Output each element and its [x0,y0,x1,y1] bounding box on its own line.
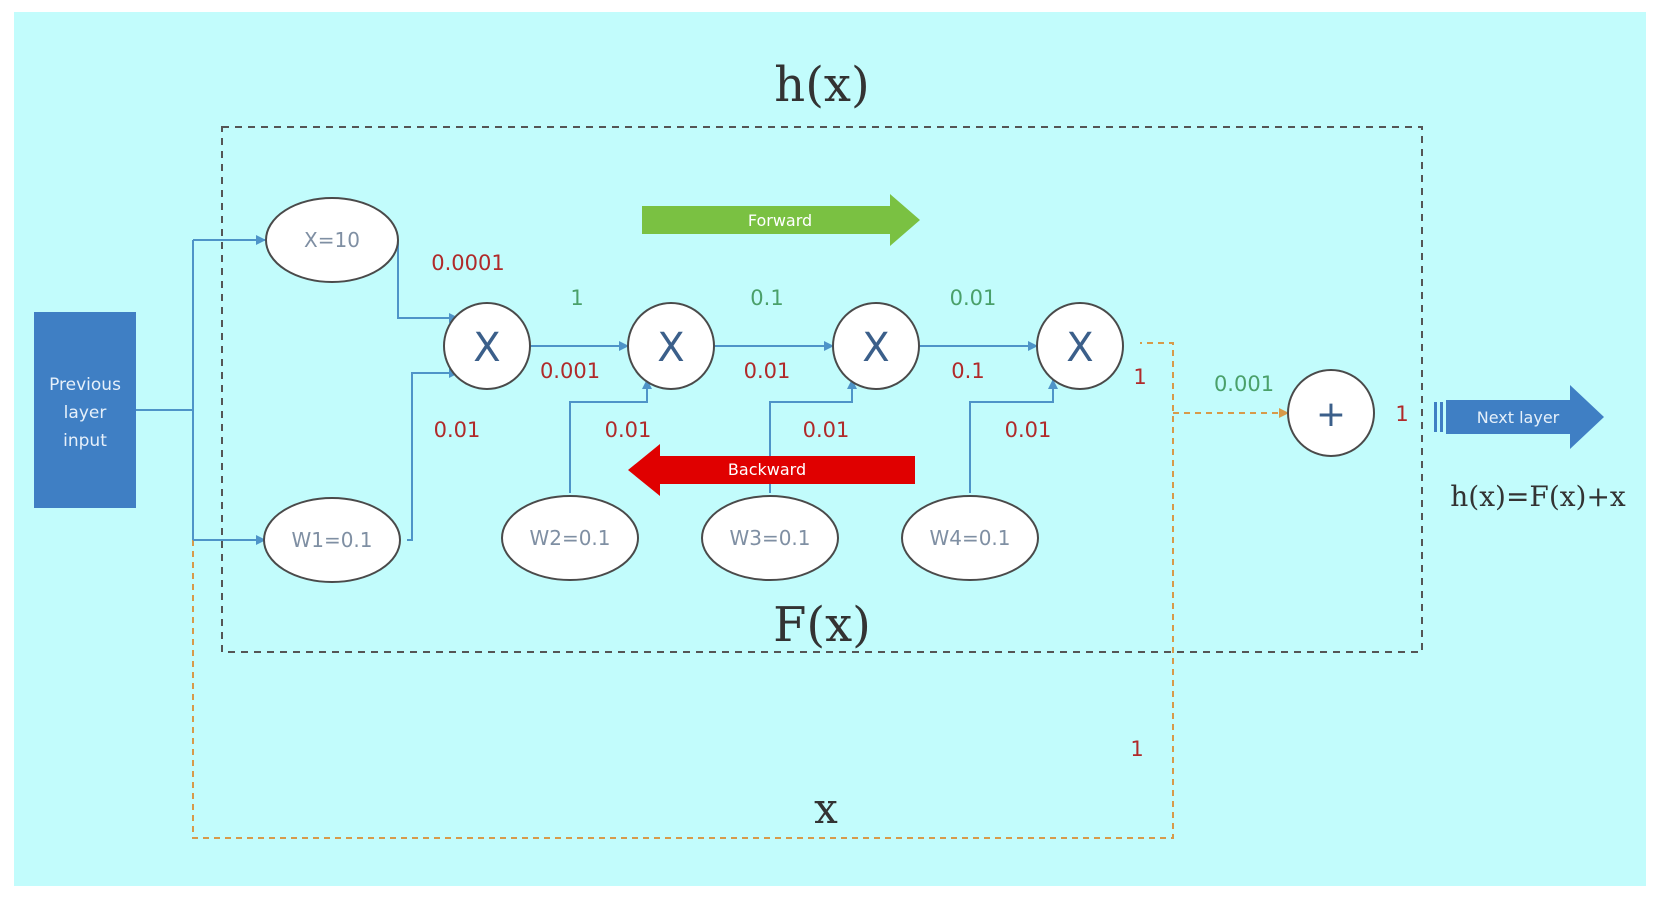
multiply-node-1: X [443,302,531,390]
svg-text:X: X [473,325,500,371]
svg-text:W4=0.1: W4=0.1 [929,526,1010,550]
forward-value: 1 [570,286,583,310]
node-w1: W1=0.1 [263,497,401,583]
multiply-node-2: X [627,302,715,390]
gradient-value: 0.01 [744,359,791,383]
gradient-value: 0.01 [1005,418,1052,442]
previous-layer-label: Previous [49,375,121,395]
previous-layer-label: layer [64,403,107,423]
gradient-value: 1 [1133,365,1146,389]
svg-text:X=10: X=10 [304,228,360,252]
gradient-value: 1 [1395,402,1408,426]
svg-text:+: + [1316,394,1346,435]
forward-arrow [642,194,920,246]
gradient-value: 0.01 [434,418,481,442]
svg-text:X: X [862,325,889,371]
input-connectors [136,235,1058,545]
backward-label: Backward [728,460,806,479]
multiply-node-3: X [832,302,920,390]
h-of-x-label: h(x) [774,57,869,113]
gradient-value: 0.01 [803,418,850,442]
gradient-value: 0.1 [951,359,984,383]
node-w4: W4=0.1 [901,495,1039,581]
forward-value: 0.01 [950,286,997,310]
node-w2: W2=0.1 [501,495,639,581]
svg-text:W2=0.1: W2=0.1 [529,526,610,550]
previous-layer-label: input [63,431,107,451]
svg-text:X: X [1066,325,1093,371]
shortcut-path [192,342,1174,839]
f-of-x-label: F(x) [773,597,871,653]
node-w3: W3=0.1 [701,495,839,581]
gradient-value: 1 [1130,737,1143,761]
svg-text:W1=0.1: W1=0.1 [291,528,372,552]
svg-text:X: X [657,325,684,371]
svg-text:Next layer: Next layer [1477,408,1560,427]
gradient-value: 0.01 [605,418,652,442]
multiply-node-4: X [1036,302,1124,390]
next-layer-arrow: Next layer [1434,385,1604,449]
previous-layer-box [34,312,136,508]
node-x-input: X=10 [265,197,399,283]
forward-label: Forward [748,211,812,230]
forward-value: 0.1 [750,286,783,310]
backward-arrow [628,444,915,496]
residual-block-box [221,126,1423,653]
svg-text:W3=0.1: W3=0.1 [729,526,810,550]
gradient-value: 0.001 [540,359,600,383]
add-node: + [1287,369,1375,457]
diagram-background [14,12,1646,886]
gradient-value: 0.0001 [431,251,504,275]
shortcut-x-label: x [814,784,838,833]
equation-label: h(x)=F(x)+x [1450,480,1626,513]
forward-value: 0.001 [1214,372,1274,396]
